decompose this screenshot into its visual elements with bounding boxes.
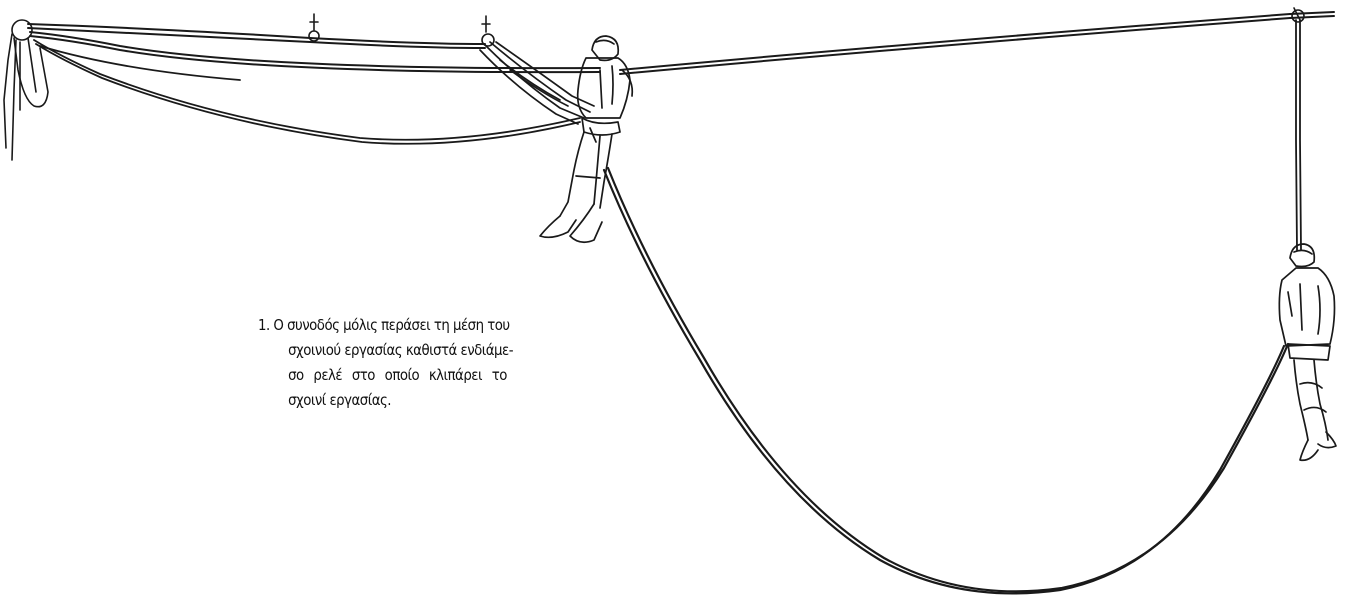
rescuer-figure bbox=[540, 36, 632, 242]
pulleys bbox=[309, 8, 1304, 46]
caption-line-2: σχοινιού εργασίας καθιστά ενδιάμε- bbox=[258, 338, 535, 363]
left-anchor bbox=[4, 20, 48, 160]
caption-line-4: σχοινί εργασίας. bbox=[258, 388, 535, 413]
victim-figure bbox=[1279, 244, 1336, 460]
working-rope bbox=[604, 168, 1288, 593]
tyrolean-ropes bbox=[28, 12, 1334, 74]
lower-ropes bbox=[34, 40, 580, 144]
caption-number: 1. bbox=[258, 316, 270, 334]
victim-rope bbox=[1296, 20, 1301, 250]
caption-line-3: σο ρελέ στο οποίο κλιπάρει το bbox=[258, 363, 535, 388]
haul-system bbox=[480, 42, 594, 124]
caption-line-1: 1. Ο συνοδός μόλις περάσει τη μέση του bbox=[258, 313, 535, 338]
caption-text: 1. Ο συνοδός μόλις περάσει τη μέση του σ… bbox=[258, 313, 535, 413]
